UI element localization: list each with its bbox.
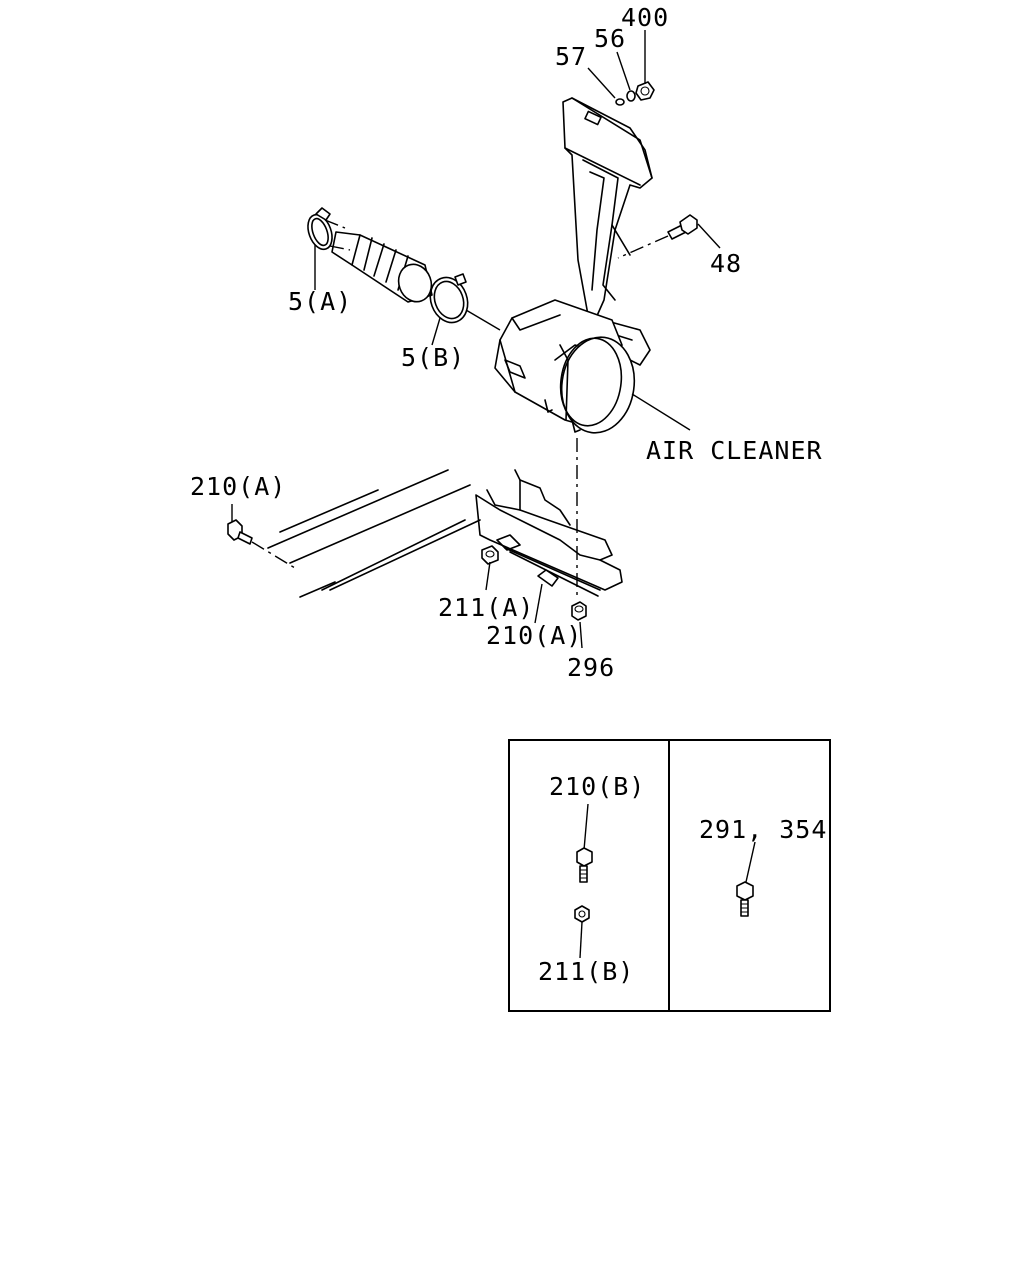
nut-211b-icon — [574, 905, 590, 959]
callout-296: 296 — [567, 653, 615, 682]
bolt-210b-icon — [576, 803, 593, 883]
callout-labels: 400 56 57 48 5(A) 5(B) AIR CLEANER 210(A… — [190, 3, 823, 682]
callout-210a-left: 210(A) — [190, 472, 286, 501]
inset-box: 210(B) 211(B) 291, 354 — [508, 739, 831, 1012]
leader-lines — [231, 30, 721, 649]
callout-5b: 5(B) — [401, 343, 465, 372]
callout-48: 48 — [710, 249, 742, 278]
callout-57: 57 — [555, 42, 587, 71]
bolt-291-354-icon — [736, 841, 756, 917]
callout-210b: 210(B) — [549, 772, 645, 801]
bolt-48 — [617, 214, 698, 259]
callout-210a-mid: 210(A) — [486, 621, 582, 650]
intake-duct — [562, 97, 653, 366]
callout-56: 56 — [594, 24, 626, 53]
callout-400: 400 — [621, 3, 669, 32]
air-cleaner-label: AIR CLEANER — [646, 436, 823, 465]
air-cleaner-body — [494, 299, 636, 434]
frame-bracket — [267, 469, 623, 598]
callout-291-354: 291, 354 — [699, 815, 827, 844]
frame-fasteners — [227, 438, 587, 621]
callout-211b: 211(B) — [538, 957, 634, 986]
intake-hose — [307, 207, 501, 331]
top-fasteners — [615, 81, 655, 106]
callout-211a: 211(A) — [438, 593, 534, 622]
callout-5a: 5(A) — [288, 287, 352, 316]
